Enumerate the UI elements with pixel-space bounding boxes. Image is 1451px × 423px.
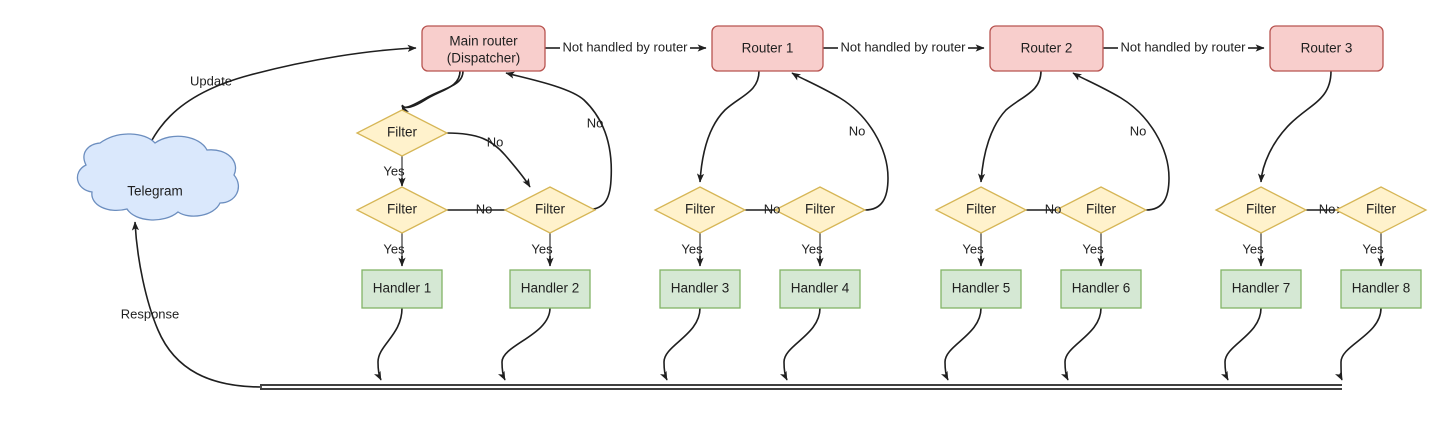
node-filter-3[interactable]: Filter [653,186,747,234]
edge-h2-to-bus [498,307,551,381]
node-handler-5[interactable]: Handler 5 [940,269,1022,309]
edge-label-no-3: No [764,201,781,216]
filter-2-label: Filter [535,202,566,217]
edge-h1-to-bus [374,307,403,381]
filter-7-label: Filter [1246,202,1277,217]
main-router-label-line1: Main router [449,34,518,49]
edge-h6-to-bus [1061,307,1102,381]
node-filter-7[interactable]: Filter [1214,186,1308,234]
edge-response [131,221,263,388]
edge-label-no-0: No [487,134,504,149]
node-filter-6[interactable]: Filter [1054,186,1148,234]
node-filter-2[interactable]: Filter [503,186,597,234]
edge-label-yes-5: Yes [962,241,984,256]
edge-h5-to-bus [941,307,982,381]
edge-label-no-5: No [1045,201,1062,216]
edge-r2-to-f5 [977,70,1042,183]
filter-6-label: Filter [1086,202,1117,217]
filter-1-label: Filter [387,202,418,217]
router-2-label: Router 2 [1021,41,1073,56]
node-handler-4[interactable]: Handler 4 [779,269,861,309]
edge-label-update: Update [190,73,232,88]
handler-8-label: Handler 8 [1352,281,1411,296]
edge-h3-to-bus [660,307,701,381]
edge-label-yes-8: Yes [1362,241,1384,256]
handler-6-label: Handler 6 [1072,281,1131,296]
node-filter-0[interactable]: Filter [355,109,449,157]
edge-label-no-2: No [476,201,493,216]
node-filter-4[interactable]: Filter [773,186,867,234]
handler-4-label: Handler 4 [791,281,850,296]
edge-h7-to-bus [1221,307,1262,381]
edge-label-not-handled-2: Not handled by router [840,39,966,54]
node-router-2[interactable]: Router 2 [989,25,1104,72]
edge-f6-no-to-r2 [1072,72,1170,211]
edge-h8-to-bus [1335,307,1382,381]
node-filter-5[interactable]: Filter [934,186,1028,234]
edge-label-no-4: No [849,123,866,138]
filter-5-label: Filter [966,202,997,217]
edge-label-no-1: No [587,115,604,130]
node-handler-2[interactable]: Handler 2 [509,269,591,309]
telegram-label: Telegram [127,184,183,199]
node-telegram-cloud[interactable]: Telegram [76,133,239,221]
node-handler-6[interactable]: Handler 6 [1060,269,1142,309]
edge-label-yes-0: Yes [383,163,405,178]
edge-label-yes-7: Yes [1242,241,1264,256]
node-main-router[interactable]: Main router (Dispatcher) [421,25,546,72]
node-filter-8[interactable]: Filter [1334,186,1428,234]
node-router-3[interactable]: Router 3 [1269,25,1384,72]
handler-2-label: Handler 2 [521,281,580,296]
node-router-1[interactable]: Router 1 [711,25,824,72]
filter-4-label: Filter [805,202,836,217]
handler-5-label: Handler 5 [952,281,1011,296]
handler-7-label: Handler 7 [1232,281,1291,296]
edge-label-response: Response [121,306,180,321]
edge-label-no-7: No [1319,201,1336,216]
edge-label-yes-4: Yes [801,241,823,256]
handler-3-label: Handler 3 [671,281,730,296]
edge-label-no-6: No [1130,123,1147,138]
handler-1-label: Handler 1 [373,281,432,296]
main-router-label-line2: (Dispatcher) [447,51,521,66]
node-filter-1[interactable]: Filter [355,186,449,234]
edge-label-not-handled-1: Not handled by router [562,39,688,54]
edge-f2-no-to-main [505,71,613,211]
edge-f0-no-to-f2 [446,132,531,188]
edge-label-yes-1: Yes [383,241,405,256]
filter-8-label: Filter [1366,202,1397,217]
filter-0-label: Filter [387,125,418,140]
edge-label-not-handled-3: Not handled by router [1120,39,1246,54]
router-3-label: Router 3 [1301,41,1353,56]
edge-label-yes-3: Yes [681,241,703,256]
edge-label-yes-6: Yes [1082,241,1104,256]
edge-main-to-f0-a [401,70,461,109]
edge-f4-no-to-r1 [791,72,889,211]
node-handler-7[interactable]: Handler 7 [1220,269,1302,309]
edge-update [136,44,417,179]
node-handler-1[interactable]: Handler 1 [361,269,443,309]
router-1-label: Router 1 [742,41,794,56]
edge-label-yes-2: Yes [531,241,553,256]
filter-3-label: Filter [685,202,716,217]
edge-r1-to-f3 [696,70,760,183]
edge-r3-to-f7 [1257,70,1332,183]
node-handler-3[interactable]: Handler 3 [659,269,741,309]
node-handler-8[interactable]: Handler 8 [1340,269,1422,309]
edge-main-to-f0 [401,70,464,116]
edge-h4-to-bus [780,307,821,381]
